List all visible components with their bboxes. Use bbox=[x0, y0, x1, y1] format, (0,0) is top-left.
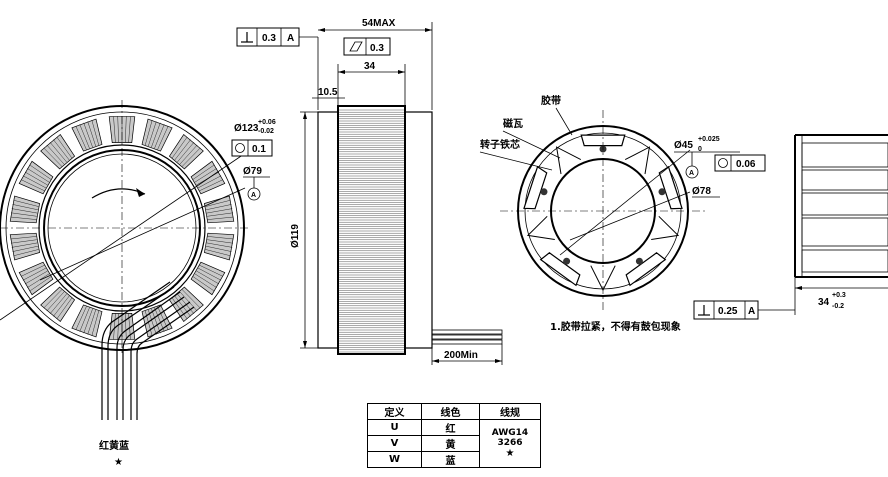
stator-od-tol-upper: +0.06 bbox=[258, 119, 276, 126]
side-perp-fcf: 0.3 A bbox=[236, 27, 319, 110]
table-header-color: 线色 bbox=[421, 403, 480, 420]
stator-od-label: Ø123 bbox=[234, 123, 259, 134]
side-height: Ø119 bbox=[290, 224, 301, 248]
stator-slot bbox=[141, 118, 173, 152]
rotor-magnet bbox=[625, 252, 667, 287]
rotor-bore-tol-lower: 0 bbox=[698, 146, 702, 153]
rotor-label-core: 转子铁芯 bbox=[480, 138, 520, 151]
table-cell-color: 红 bbox=[421, 419, 480, 436]
rotor-bore-fcf: 0.06 bbox=[714, 154, 766, 172]
rotor-note: 1.胶带拉紧，不得有鼓包现象 bbox=[550, 320, 681, 333]
table-cell-def: W bbox=[367, 451, 422, 468]
lead-star: ★ bbox=[114, 457, 123, 468]
rotor-hole bbox=[540, 188, 548, 196]
stator-slot bbox=[9, 232, 40, 261]
lead-wires bbox=[101, 281, 195, 420]
stator-front-view: Ø123 +0.06 -0.02 0.1 Ø79 A 红黄蓝 ★ bbox=[0, 100, 276, 468]
table-row: W 蓝 bbox=[367, 451, 541, 468]
stator-slot bbox=[190, 160, 226, 195]
lamination-lines bbox=[339, 109, 404, 353]
table-cell-gauge: AWG14 3266 ★ bbox=[479, 419, 541, 468]
rotor-hole bbox=[563, 257, 571, 265]
stator-slot bbox=[204, 195, 235, 224]
right-tol-lower: -0.2 bbox=[832, 303, 844, 310]
table-header-gauge: 线规 bbox=[479, 403, 541, 420]
stator-datum-a: A bbox=[247, 187, 261, 201]
side-perp-value: 0.3 bbox=[262, 33, 276, 44]
stator-slots bbox=[9, 116, 235, 340]
gauge-value: AWG14 3266 bbox=[491, 428, 529, 448]
rotor-datum-a: A bbox=[685, 165, 699, 179]
rotor-view: 胶带 磁瓦 转子铁芯 Ø45 +0.025 0 A 0.06 Ø78 1.胶带拉… bbox=[479, 94, 766, 333]
right-perp-value: 0.25 bbox=[718, 306, 738, 317]
stator-slot bbox=[204, 232, 235, 261]
right-perp-datum: A bbox=[748, 306, 755, 317]
rotor-magnet bbox=[523, 165, 548, 210]
rotor-magnet bbox=[580, 134, 626, 147]
table-cell-color: 黄 bbox=[421, 435, 480, 452]
right-length: 34 bbox=[818, 297, 830, 308]
rotor-hole bbox=[635, 257, 643, 265]
rotor-id-label: Ø78 bbox=[692, 186, 711, 197]
side-flatness-fcf: 0.3 bbox=[343, 37, 391, 56]
side-offset: 10.5 bbox=[318, 87, 338, 98]
stator-slot bbox=[190, 261, 226, 296]
side-width-max: 54MAX bbox=[362, 18, 396, 29]
lead-colors-label: 红黄蓝 bbox=[99, 439, 129, 452]
stator-slot bbox=[40, 133, 76, 170]
stator-slot bbox=[71, 304, 103, 338]
stator-slot bbox=[71, 118, 103, 152]
rotor-datum-label: A bbox=[689, 170, 694, 177]
rotor-magnet bbox=[539, 252, 581, 287]
table-row: U 红 AWG14 3266 ★ bbox=[367, 419, 541, 468]
side-end-cap-right bbox=[404, 111, 433, 349]
rotor-bore-tol-upper: +0.025 bbox=[698, 136, 720, 143]
stator-slot bbox=[18, 261, 54, 296]
stator-datum-label: A bbox=[251, 192, 256, 199]
side-end-cap-left bbox=[317, 111, 339, 349]
rotor-magnet bbox=[658, 165, 683, 210]
stator-od-fcf: 0.1 bbox=[231, 139, 273, 157]
stator-od-tol-lower: -0.02 bbox=[258, 128, 274, 135]
gauge-star: ★ bbox=[505, 448, 515, 459]
rotor-hole bbox=[658, 188, 666, 196]
rotor-label-magnet: 磁瓦 bbox=[503, 117, 523, 130]
rotor-bore-fcf-value: 0.06 bbox=[736, 159, 756, 170]
rotor-magnets bbox=[523, 134, 683, 292]
side-lead-length: 200Min bbox=[444, 350, 478, 361]
side-flat-value: 0.3 bbox=[370, 43, 384, 54]
stator-side-view: 0.3 A 54MAX 0.3 34 10.5 bbox=[236, 18, 503, 365]
stator-slot bbox=[9, 195, 40, 224]
table-cell-color: 蓝 bbox=[421, 451, 480, 468]
table-cell-def: U bbox=[367, 419, 422, 436]
right-tol-upper: +0.3 bbox=[832, 292, 846, 299]
table-header-def: 定义 bbox=[367, 403, 422, 420]
table-cell-def: V bbox=[367, 435, 422, 452]
stator-slot bbox=[168, 133, 204, 170]
right-perp-fcf: 0.25 A bbox=[693, 277, 796, 320]
side-perp-datum: A bbox=[287, 33, 294, 44]
rotor-side-view: 0.25 A 34 +0.3 -0.2 bbox=[693, 134, 888, 320]
stator-slot bbox=[40, 286, 76, 323]
stator-id-label: Ø79 bbox=[243, 166, 262, 177]
wire-definition-table: 定义 线色 线规 U 红 AWG14 3266 ★ V 黄 W 蓝 bbox=[367, 403, 541, 468]
stator-slot bbox=[18, 160, 54, 195]
rotor-bore-label: Ø45 bbox=[674, 140, 693, 151]
rotor-label-belt: 胶带 bbox=[541, 94, 561, 107]
side-core-width: 34 bbox=[364, 61, 376, 72]
side-core-stack bbox=[337, 105, 406, 355]
stator-od-fcf-value: 0.1 bbox=[252, 144, 266, 155]
